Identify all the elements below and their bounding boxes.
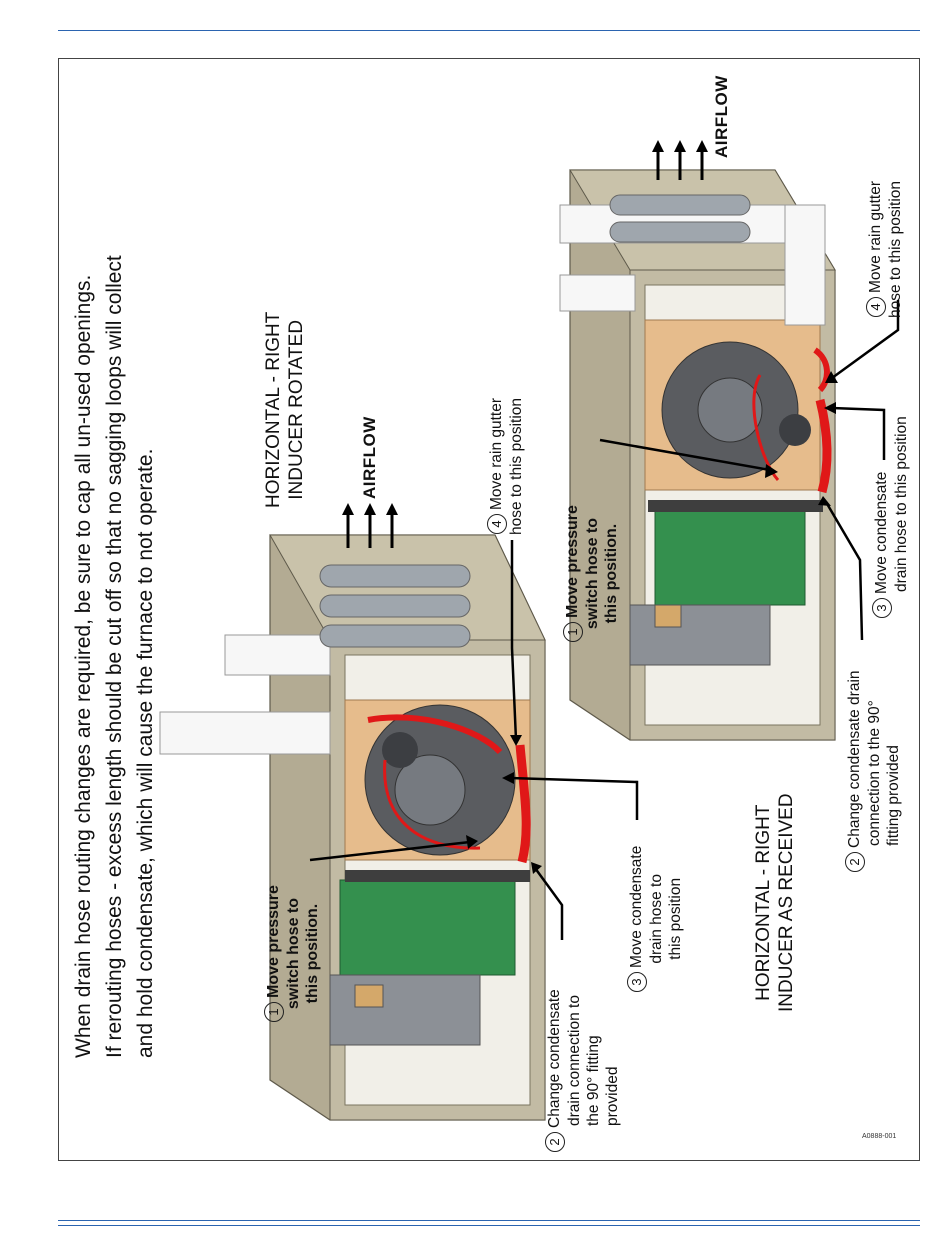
callout-number: 4 [866,296,886,317]
callout-3-left: 3 Move condensate drain hose to this posi… [627,846,685,992]
callout-3-right: 3 Move condensate drain hose to this posi… [872,416,911,618]
airflow-label-left: AIRFLOW [360,416,379,499]
top-rule [58,30,920,31]
callout-number: 1 [563,622,583,642]
callout-number: 1 [264,1002,284,1022]
heading-line: HORIZONTAL - RIGHT [263,311,284,508]
heading-line: HORIZONTAL - RIGHT [753,804,774,1001]
callout-line: drain hose to this position [893,416,910,592]
furnace-as-received [559,140,836,741]
callout-line: Move rain gutter [488,397,505,510]
callout-number: 3 [627,972,647,992]
callout-line: Move pressure [564,505,581,618]
heading-line: INDUCER ROTATED [286,319,307,500]
callout-line: fitting provided [885,745,902,846]
callout-line: Change condensate drain [846,670,863,848]
note-line: When drain hose routing changes are requ… [72,274,95,1058]
callout-line: the 90° fitting [585,1035,602,1126]
callout-1-right: 1 Move pressure switch hose to this posit… [563,505,621,642]
heading-rotated: HORIZONTAL - RIGHT INDUCER ROTATED [262,312,308,508]
callout-line: hose to this position [508,397,525,535]
callout-line: provided [604,1066,621,1126]
note-line: If rerouting hoses - excess length shoul… [103,255,126,1058]
callout-line: this position. [304,903,321,1004]
callout-4-left: 4 Move rain gutter hose to this position [487,398,526,535]
callout-4-right: 4 Move rain gutter hose to this position [866,181,905,318]
callout-number: 2 [845,852,865,872]
callout-line: Move rain gutter [867,180,884,293]
callout-2-right: 2 Change condensate drain connection to t… [845,670,903,872]
furnace-rotated [159,503,546,1121]
leaders-left [309,540,639,940]
callout-line: Change condensate [546,989,563,1128]
callout-number: 4 [487,513,507,534]
callout-number: 3 [872,598,892,618]
callout-line: drain hose to [648,874,665,964]
callout-line: hose to this position [887,180,904,318]
heading-line: INDUCER AS RECEIVED [776,793,797,1012]
callout-line: switch hose to [285,897,302,1010]
callout-line: this position [667,877,684,960]
leaders-right [599,300,900,641]
callout-line: this position. [603,523,620,624]
callout-2-left: 2 Change condensate drain connection to t… [545,989,622,1152]
callout-line: switch hose to [584,517,601,630]
callout-line: Move condensate [873,471,890,594]
airflow-label-right: AIRFLOW [712,75,731,158]
bottom-rule [58,1225,920,1226]
note-line: and hold condensate, which will cause th… [134,448,157,1058]
callout-line: drain connection to [566,995,583,1126]
callout-1-left: 1 Move pressure switch hose to this posit… [264,885,322,1022]
callout-line: Move pressure [265,885,282,998]
drain-routing-note: When drain hose routing changes are requ… [68,255,161,1058]
heading-as-received: HORIZONTAL - RIGHT INDUCER AS RECEIVED [752,793,798,1012]
bottom-rule [58,1220,920,1221]
figure-frame [58,58,920,1161]
callout-line: Move condensate [628,845,645,968]
callout-number: 2 [545,1132,565,1152]
callout-line: connection to the 90° [866,700,883,846]
figure-reference: A0888-001 [862,1133,897,1140]
